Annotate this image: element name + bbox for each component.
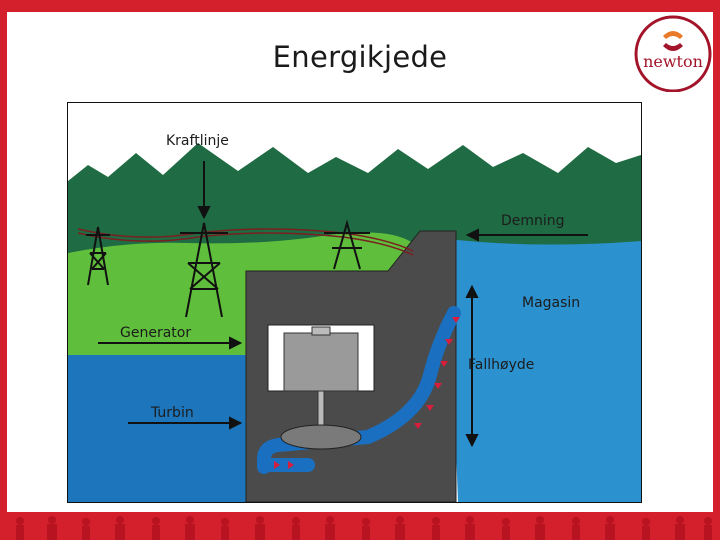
turbine-shaft xyxy=(317,390,325,430)
water-flow-arrows xyxy=(274,317,460,469)
label-fallhoyde: Fallhøyde xyxy=(468,357,535,373)
demning-arrowhead-icon xyxy=(465,228,479,242)
label-turbin: Turbin xyxy=(151,405,194,421)
power-pylon-icon xyxy=(324,219,370,270)
label-generator: Generator xyxy=(120,325,192,341)
generator xyxy=(283,332,359,392)
generator-top xyxy=(311,326,331,336)
slide-frame-top xyxy=(0,0,720,12)
power-pylon-icon xyxy=(180,222,228,318)
newton-logo: newton xyxy=(630,12,716,93)
newton-logo-icon xyxy=(634,15,712,93)
label-kraftlinje: Kraftlinje xyxy=(166,133,229,149)
reservoir-water xyxy=(448,239,641,502)
slide-frame-bottom xyxy=(0,512,720,540)
slide-title: Energikjede xyxy=(272,40,448,74)
penstock-pipe xyxy=(257,306,461,474)
fallhoyde-arrowhead-bottom-icon xyxy=(465,434,479,448)
fallhoyde-arrowhead-top-icon xyxy=(465,284,479,298)
label-magasin: Magasin xyxy=(522,295,581,311)
turbin-arrowhead-icon xyxy=(229,416,243,430)
turbine-wheel xyxy=(280,424,362,450)
people-silhouette-band-icon xyxy=(16,516,712,540)
hydropower-illustration xyxy=(68,103,641,503)
kraftlinje-arrowhead-icon xyxy=(197,206,211,220)
river-water xyxy=(68,355,248,502)
generator-arrowhead-icon xyxy=(229,336,243,350)
label-demning: Demning xyxy=(501,213,565,229)
power-line-wire xyxy=(77,232,414,256)
power-pylon-icon xyxy=(86,226,110,286)
slide-frame-right xyxy=(713,0,720,540)
power-line-wire xyxy=(77,228,414,252)
hydropower-diagram: Kraftlinje Demning Magasin Generator Fal… xyxy=(67,102,642,503)
slide-frame-left xyxy=(0,0,7,540)
logo-text: newton xyxy=(643,52,703,71)
